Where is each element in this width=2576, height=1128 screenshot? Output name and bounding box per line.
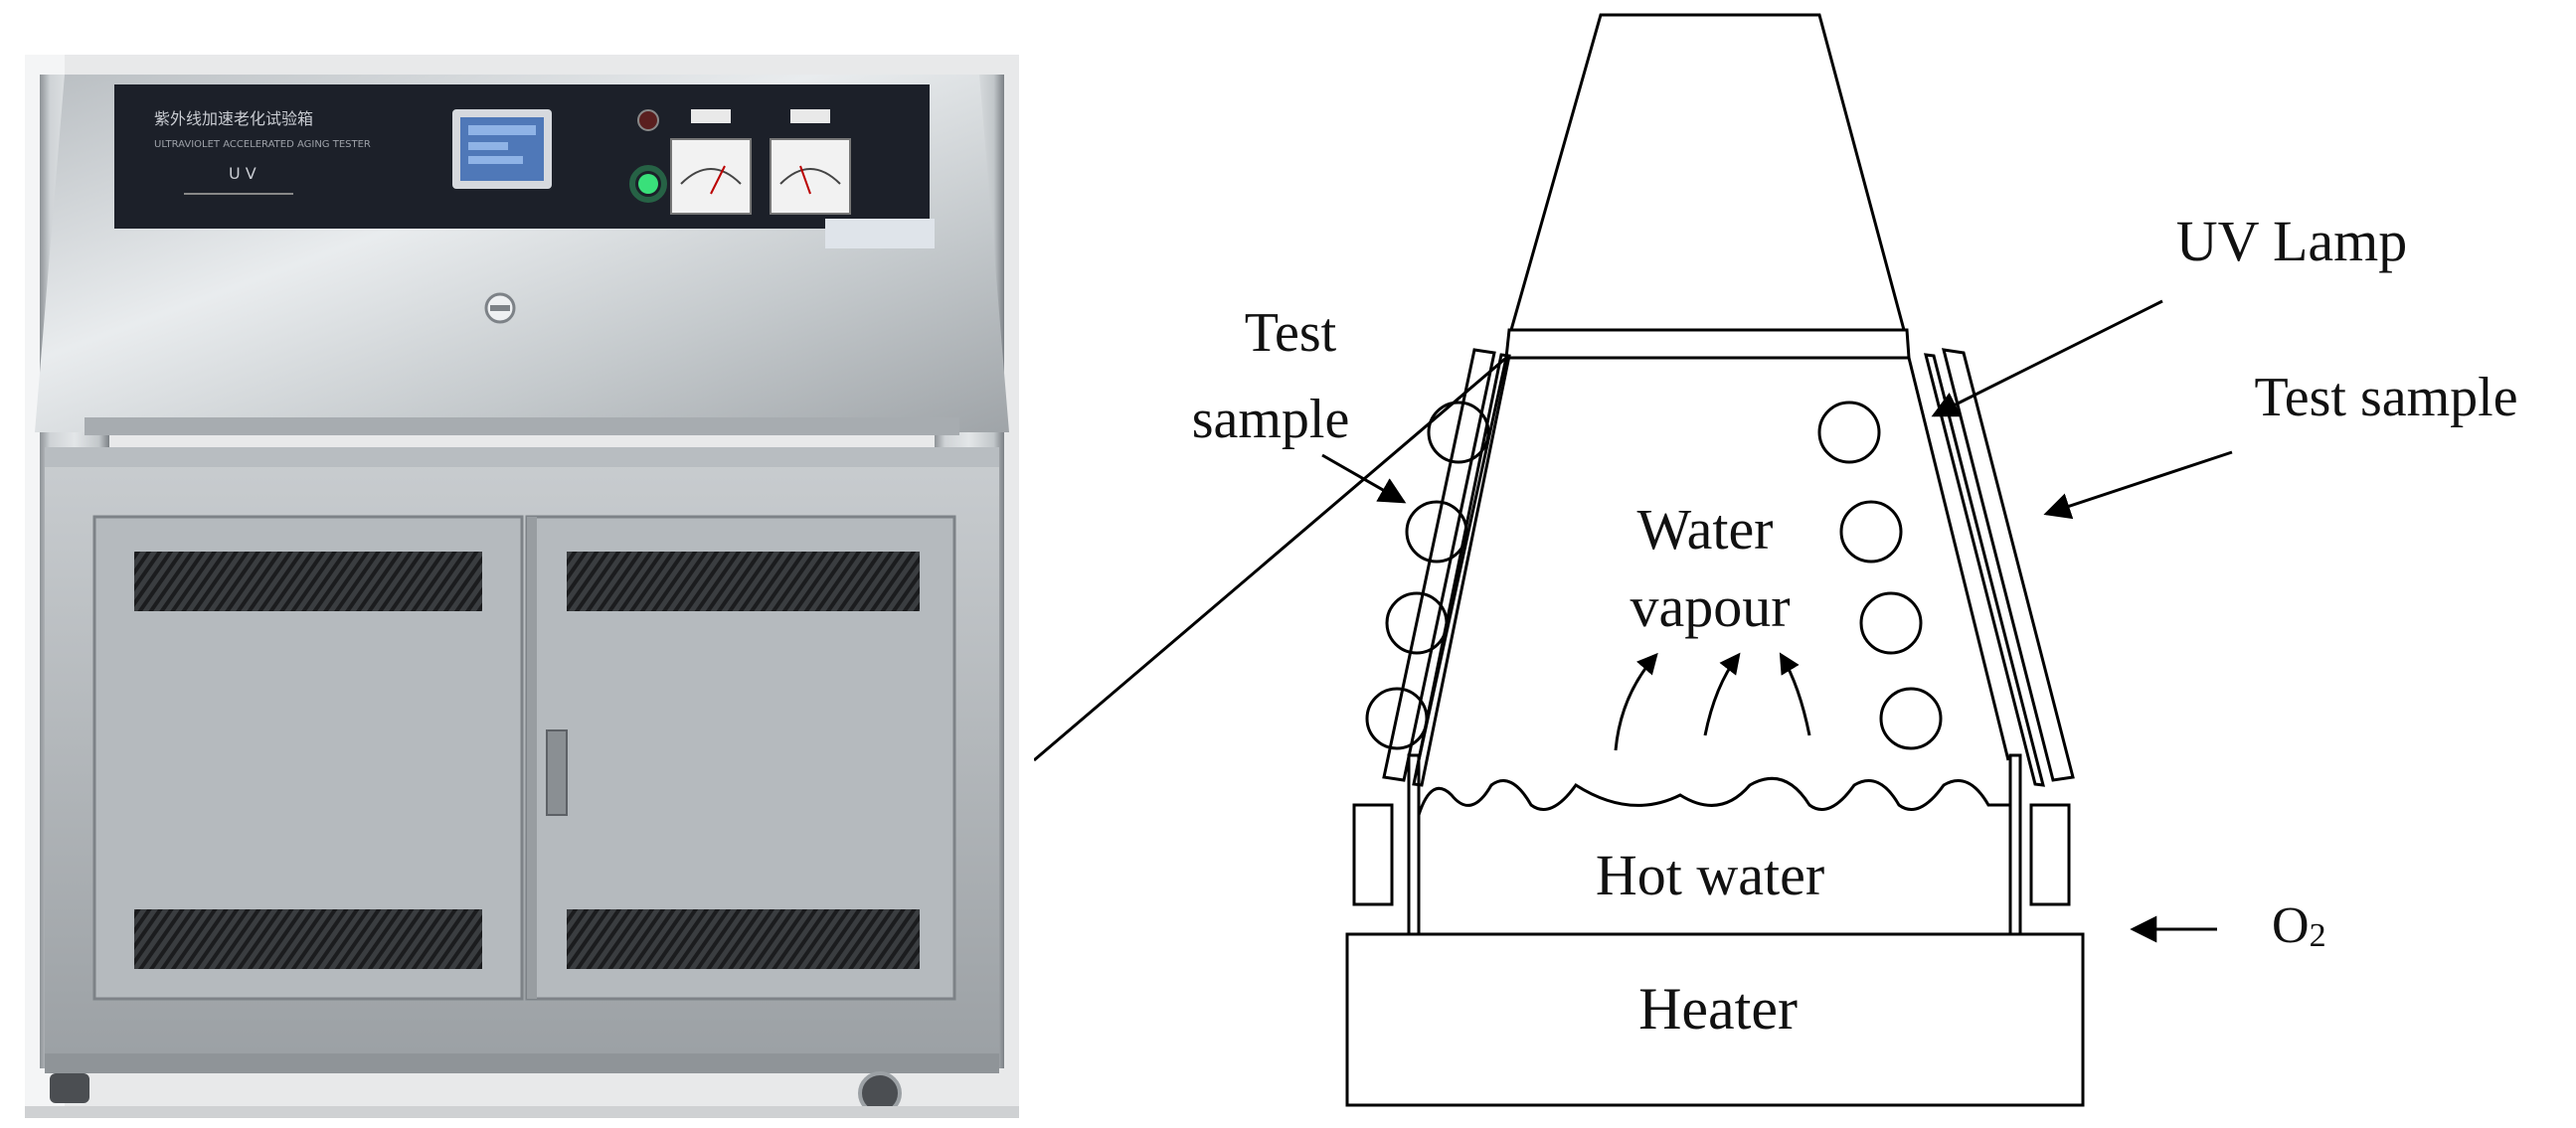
label-hot-water: Hot water <box>1596 843 1824 907</box>
label-test-sample-right: Test sample <box>2254 367 2517 428</box>
left-side-block <box>1352 803 1394 906</box>
vent-bottom-right <box>567 909 920 969</box>
label-heater: Heater <box>1638 976 1798 1042</box>
left-outer-panel <box>1382 348 1496 782</box>
label-uv-lamp: UV Lamp <box>2176 209 2408 273</box>
right-side-block <box>2029 803 2071 906</box>
vapour-arrow-1 <box>1614 652 1658 751</box>
uv-lamps <box>1365 401 1943 750</box>
uv-lamp-left-4 <box>1365 687 1429 750</box>
lamp-hood <box>1509 13 1906 332</box>
vapour-arrow-3 <box>1779 652 1811 736</box>
tank-right-wall <box>2008 753 2022 936</box>
lid-lip <box>85 417 959 435</box>
vent-bottom-left <box>134 909 482 969</box>
uv-lamp-left-2 <box>1405 500 1468 564</box>
panel-title-en: ULTRAVIOLET ACCELERATED AGING TESTER <box>154 139 371 150</box>
power-knob <box>637 109 659 131</box>
uv-lamp-right-4 <box>1879 687 1943 750</box>
label-sticker <box>825 219 935 248</box>
uv-chamber-schematic: Test sample UV Lamp Test sample Water va… <box>1034 0 2576 1128</box>
cabinet-base <box>45 1053 999 1073</box>
uv-lamp-right-2 <box>1839 500 1903 564</box>
panel-title-cn: 紫外线加速老化试验箱 <box>154 109 313 128</box>
meter-label-2 <box>790 109 830 123</box>
vent-top-right <box>567 552 920 611</box>
uv-lamp-left-3 <box>1385 591 1449 655</box>
uv-lamp-right-1 <box>1817 401 1881 464</box>
label-oxygen-subscript: 2 <box>2310 917 2326 954</box>
vapour-arrow-2 <box>1703 652 1741 736</box>
arrow-test-sample-right <box>2043 450 2233 520</box>
meter-label-1 <box>691 109 731 123</box>
schematic-svg: Test sample UV Lamp Test sample Water va… <box>1034 13 2518 1107</box>
label-test-sample-left-line2: sample <box>1192 389 1350 450</box>
uv-chamber-photo: 紫外线加速老化试验箱 ULTRAVIOLET ACCELERATED AGING… <box>25 55 1019 1118</box>
hood-band <box>1504 328 1911 360</box>
heater-box <box>1345 932 2085 1107</box>
label-oxygen: O2 <box>2272 897 2326 954</box>
status-led <box>638 174 658 194</box>
label-water: Water <box>1636 497 1773 562</box>
gauge-1 <box>670 138 752 215</box>
label-vapour: vapour <box>1630 574 1790 639</box>
uv-lamp-left-1 <box>1427 401 1490 464</box>
gauge-2 <box>770 138 851 215</box>
right-test-sample <box>1924 353 2045 787</box>
panel-mark: U V <box>229 164 257 183</box>
label-oxygen-base: O <box>2272 897 2310 954</box>
right-outer-panel <box>1941 348 2075 782</box>
arrow-test-sample-left <box>1321 453 1407 504</box>
chamber-right-wall <box>1907 357 2010 761</box>
left-test-sample <box>1412 353 1511 787</box>
arrow-uv-lamp <box>1931 299 2163 417</box>
vent-top-left <box>134 552 482 611</box>
uv-chamber-illustration: 紫外线加速老化试验箱 ULTRAVIOLET ACCELERATED AGING… <box>25 55 1019 1118</box>
wheel-left <box>50 1073 89 1103</box>
water-surface <box>1417 776 2010 816</box>
label-test-sample-left-line1: Test <box>1245 302 1337 364</box>
uv-lamp-right-3 <box>1859 591 1923 655</box>
door-handle <box>546 729 568 816</box>
